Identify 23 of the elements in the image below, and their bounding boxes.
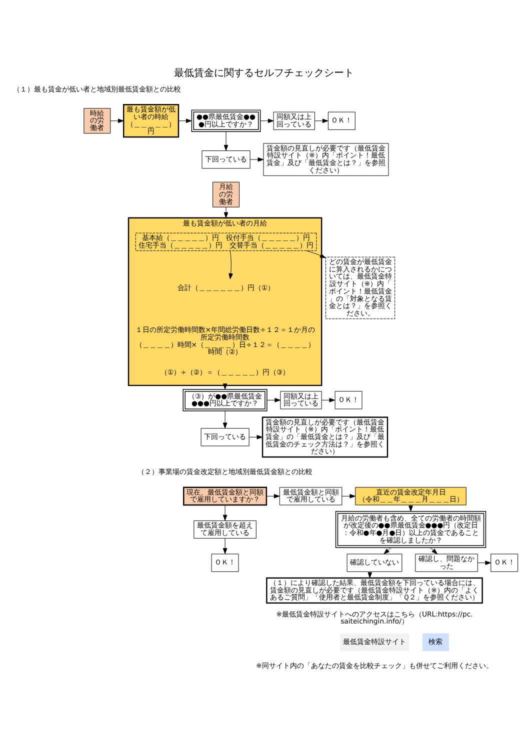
- arrow: [260, 118, 274, 122]
- arrow: [248, 434, 263, 439]
- arrow: [384, 546, 392, 554]
- diagram-title: 最低賃金に関するセルフチェックシート: [174, 67, 354, 78]
- arrow: [342, 494, 356, 498]
- arrow: [222, 504, 228, 520]
- arrow: [306, 250, 326, 258]
- arrow: [224, 130, 228, 150]
- arrow: [314, 118, 328, 122]
- arrow: [368, 571, 372, 578]
- arrow: [430, 546, 438, 554]
- arrow: [178, 118, 192, 122]
- arrow: [224, 206, 228, 218]
- arrow: [222, 538, 228, 554]
- arrow: [222, 410, 228, 428]
- arrow: [228, 250, 233, 279]
- arrow: [477, 560, 492, 564]
- arrow: [110, 118, 124, 122]
- arrow: [321, 398, 336, 402]
- arrow: [266, 398, 281, 402]
- arrow: [250, 156, 264, 162]
- arrow: [408, 504, 413, 512]
- arrow: [266, 494, 280, 498]
